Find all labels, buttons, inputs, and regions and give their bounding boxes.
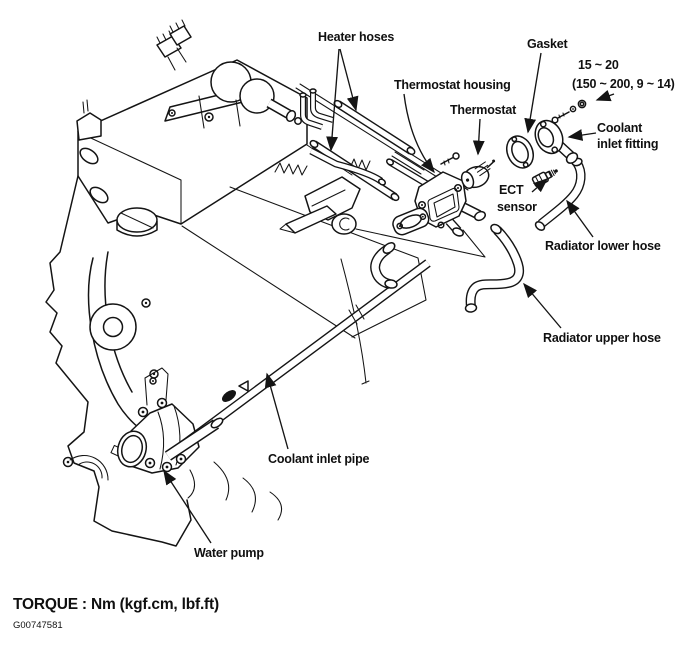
label-thermostat-housing: Thermostat housing (394, 78, 511, 92)
figure-code: G00747581 (13, 620, 63, 631)
label-torque-spec-line2: (150 ~ 200, 9 ~ 14) (572, 77, 675, 91)
engine-art (45, 19, 587, 547)
arrow-water-pump (163, 469, 212, 544)
label-gasket: Gasket (527, 37, 569, 51)
label-thermostat: Thermostat (450, 103, 517, 117)
label-radiator-upper-hose: Radiator upper hose (543, 331, 661, 345)
coolant-inlet-pipe-part (164, 259, 431, 461)
label-coolant-inlet-fitting-line2: inlet fitting (597, 137, 658, 151)
arrow-heater-hoses-1 (326, 48, 340, 152)
labels: Heater hoses Thermostat housing Thermost… (194, 30, 675, 560)
distributor (156, 19, 302, 129)
torque-note: TORQUE : Nm (kgf.cm, lbf.ft) (13, 596, 219, 613)
deck-gasket-plate (392, 207, 430, 236)
heater-hoses-part (299, 88, 437, 202)
arrow-heater-hoses-2 (339, 48, 359, 112)
coolant-inlet-fitting-part (534, 119, 579, 164)
valve-cover (76, 59, 308, 225)
label-torque-spec-line1: 15 ~ 20 (578, 58, 619, 72)
gasket-part (506, 135, 534, 169)
thermostat-part (460, 159, 496, 190)
radiator-lower-hose-part (534, 157, 586, 231)
mount-bracket (274, 158, 371, 385)
arrow-coolant-inlet-fitting (567, 129, 597, 141)
arrow-gasket (524, 52, 542, 134)
footer: TORQUE : Nm (kgf.cm, lbf.ft) G00747581 (13, 596, 219, 631)
label-coolant-inlet-pipe: Coolant inlet pipe (268, 452, 370, 466)
label-ect-sensor-line2: sensor (497, 200, 537, 214)
arrow-torque-spec (595, 89, 615, 102)
fitting-bolt-washers (551, 99, 587, 124)
label-radiator-lower-hose: Radiator lower hose (545, 239, 661, 253)
arrow-ect-sensor (531, 178, 549, 193)
label-ect-sensor-line1: ECT (499, 183, 524, 197)
oil-cap (116, 207, 158, 237)
hose-connection-leaders (355, 228, 486, 258)
arrow-coolant-inlet-pipe (264, 372, 289, 450)
label-water-pump: Water pump (194, 546, 264, 560)
radiator-upper-hose-part (464, 223, 525, 313)
ect-sensor-part (531, 169, 558, 188)
elbow-hose (370, 242, 398, 289)
thermostat-housing-part (414, 152, 487, 237)
arrow-thermostat (472, 118, 485, 156)
leader-arrows (163, 48, 615, 544)
arrow-thermostat-housing (403, 93, 435, 174)
arrow-radiator-upper-hose (523, 282, 562, 329)
water-pump-part (116, 367, 283, 521)
engine-block (45, 144, 427, 547)
arrow-radiator-lower-hose (566, 199, 594, 238)
label-heater-hoses: Heater hoses (318, 30, 394, 44)
label-coolant-inlet-fitting-line1: Coolant (597, 121, 643, 135)
